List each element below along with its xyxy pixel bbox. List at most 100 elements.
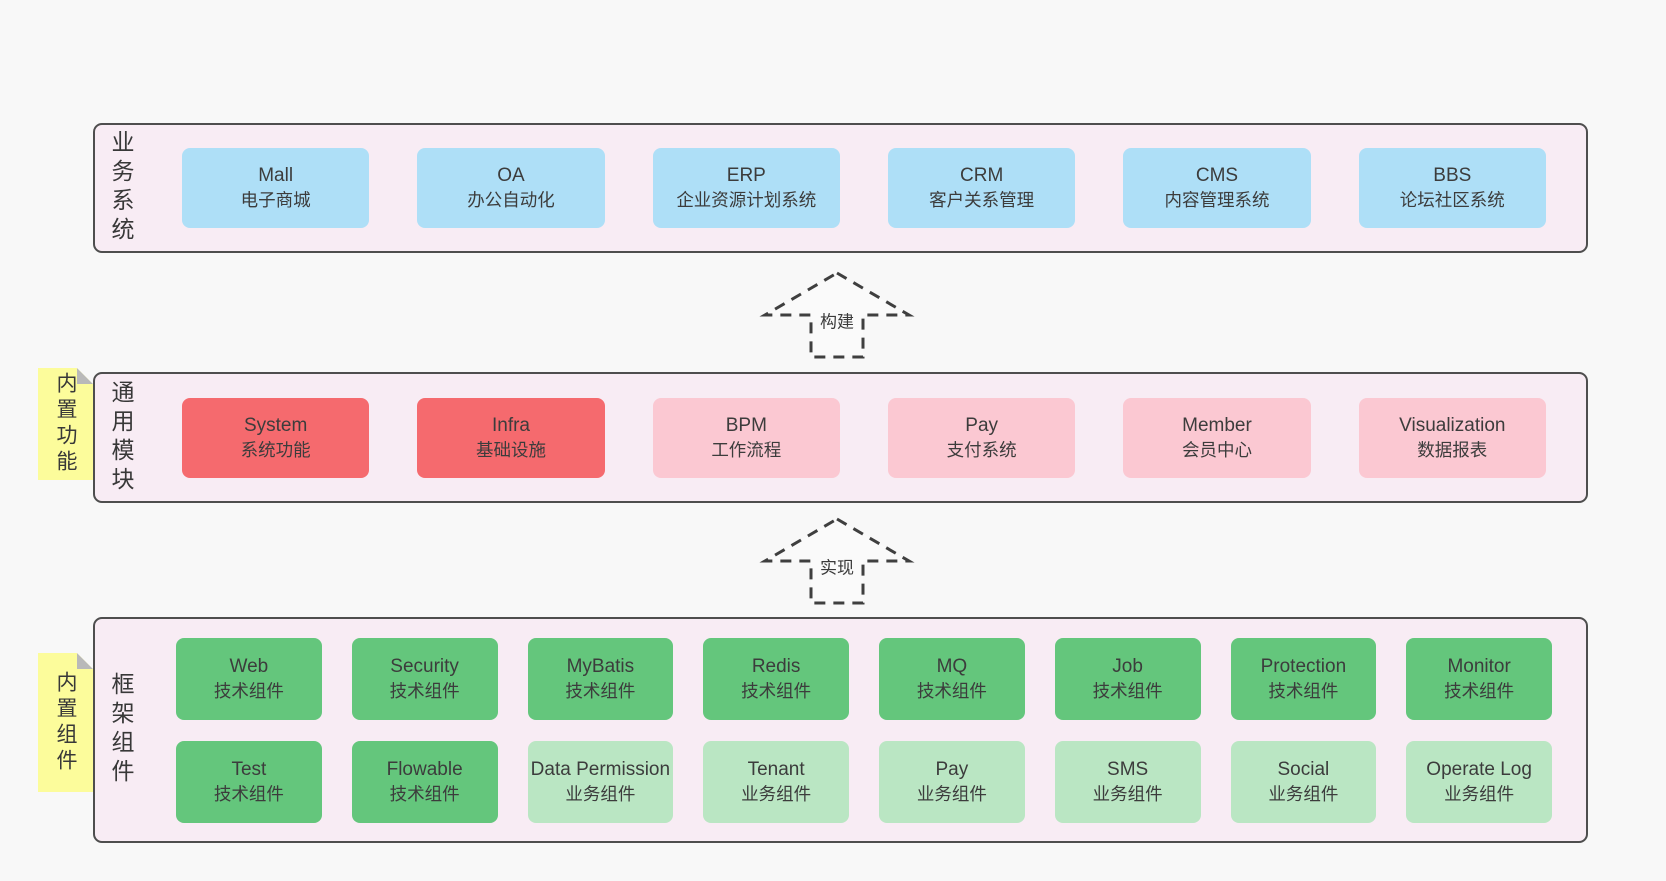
box-security: Security 技术组件	[351, 637, 498, 720]
box-social: Social 业务组件	[1230, 740, 1377, 823]
box-job: Job 技术组件	[1054, 637, 1201, 720]
box-name: ERP	[726, 165, 766, 187]
box-oa: OA 办公自动化	[417, 148, 605, 228]
box-erp: ERP 企业资源计划系统	[652, 148, 840, 228]
box-test: Test 技术组件	[176, 740, 322, 823]
box-desc: 工作流程	[711, 439, 782, 460]
box-name: Web	[229, 655, 269, 677]
box-name: BPM	[725, 414, 767, 436]
box-name: Tenant	[747, 758, 805, 780]
note-builtin-components: 内置组件	[38, 653, 93, 792]
layer-label-framework: 框架组件	[108, 672, 134, 788]
box-name: MQ	[936, 655, 968, 677]
box-member: Member 会员中心	[1123, 397, 1311, 478]
box-desc: 技术组件	[565, 680, 636, 701]
layer-label-modules: 通用模块	[108, 379, 134, 496]
box-monitor: Monitor 技术组件	[1406, 637, 1552, 720]
box-name: MyBatis	[566, 655, 635, 677]
framework-boxes-row2: Test 技术组件 Flowable 技术组件 Data Permission …	[132, 740, 1586, 823]
box-pay: Pay 支付系统	[887, 397, 1076, 478]
implement-arrow-label: 实现	[815, 552, 859, 580]
box-desc: 业务组件	[1268, 783, 1339, 804]
box-infra: Infra 基础设施	[417, 397, 605, 478]
box-protection: Protection 技术组件	[1230, 637, 1377, 720]
note-builtin-features: 内置功能	[38, 368, 93, 480]
layer-business-systems: 业务系统 Mall 电子商城 OA 办公自动化 ERP 企业资源计划系统 CRM…	[93, 123, 1588, 253]
box-web: Web 技术组件	[176, 637, 322, 720]
box-desc: 技术组件	[213, 680, 284, 701]
box-desc: 技术组件	[1444, 680, 1515, 701]
box-desc: 技术组件	[741, 680, 812, 701]
box-desc: 业务组件	[1092, 783, 1163, 804]
box-desc: 数据报表	[1417, 439, 1488, 460]
box-flowable: Flowable 技术组件	[351, 740, 498, 823]
box-desc: 办公自动化	[467, 190, 555, 210]
box-desc: 系统功能	[240, 439, 311, 460]
box-cms: CMS 内容管理系统	[1123, 148, 1311, 228]
box-name: BBS	[1433, 165, 1472, 187]
box-desc: 技术组件	[213, 783, 284, 804]
box-name: Pay	[965, 414, 999, 436]
box-name: Visualization	[1399, 414, 1506, 436]
box-name: Monitor	[1447, 655, 1511, 677]
box-data-permission: Data Permission 业务组件	[527, 740, 674, 823]
box-name: Member	[1182, 414, 1252, 436]
box-desc: 技术组件	[1268, 680, 1339, 701]
box-desc: 企业资源计划系统	[676, 190, 817, 210]
box-desc: 业务组件	[916, 783, 987, 804]
box-desc: 会员中心	[1181, 439, 1252, 460]
layer-common-modules: 通用模块 System 系统功能 Infra 基础设施 BPM 工作流程 Pay…	[93, 372, 1588, 503]
box-mq: MQ 技术组件	[879, 637, 1025, 720]
box-name: Protection	[1260, 655, 1347, 677]
box-desc: 基础设施	[475, 439, 546, 460]
box-name: Pay	[935, 758, 969, 780]
business-boxes: Mall 电子商城 OA 办公自动化 ERP 企业资源计划系统 CRM 客户关系…	[132, 148, 1586, 228]
box-name: Job	[1112, 655, 1143, 677]
box-name: OA	[497, 165, 525, 187]
box-name: Social	[1277, 758, 1330, 780]
note-text: 内置组件	[54, 670, 77, 775]
box-name: Data Permission	[530, 758, 671, 780]
layer-label-business: 业务系统	[108, 130, 134, 246]
box-name: CMS	[1195, 165, 1239, 187]
box-desc: 业务组件	[565, 783, 636, 804]
box-crm: CRM 客户关系管理	[887, 148, 1076, 228]
box-desc: 业务组件	[741, 783, 812, 804]
framework-boxes-row1: Web 技术组件 Security 技术组件 MyBatis 技术组件 Redi…	[132, 637, 1586, 720]
box-sms: SMS 业务组件	[1054, 740, 1201, 823]
box-desc: 电子商城	[240, 190, 311, 210]
box-name: Mall	[258, 165, 294, 187]
box-name: Flowable	[386, 758, 463, 780]
box-desc: 内容管理系统	[1164, 190, 1270, 210]
box-bbs: BBS 论坛社区系统	[1358, 148, 1546, 228]
box-name: Redis	[751, 655, 801, 677]
box-name: Infra	[491, 414, 530, 436]
box-desc: 支付系统	[946, 439, 1017, 460]
box-name: SMS	[1107, 758, 1149, 780]
box-name: System	[243, 414, 308, 436]
box-mall: Mall 电子商城	[182, 148, 370, 228]
build-arrow: 构建	[759, 270, 915, 360]
note-text: 内置功能	[54, 372, 77, 476]
box-desc: 业务组件	[1444, 783, 1515, 804]
box-desc: 技术组件	[916, 680, 987, 701]
box-desc: 技术组件	[389, 680, 460, 701]
box-redis: Redis 技术组件	[703, 637, 849, 720]
box-tenant: Tenant 业务组件	[703, 740, 849, 823]
box-bpm: BPM 工作流程	[652, 397, 840, 478]
implement-arrow: 实现	[759, 516, 915, 606]
box-name: Operate Log	[1426, 758, 1532, 780]
layer-framework-components: 框架组件 Web 技术组件 Security 技术组件 MyBatis 技术组件…	[93, 617, 1588, 843]
box-desc: 技术组件	[1092, 680, 1163, 701]
box-name: Test	[231, 758, 267, 780]
box-pay-component: Pay 业务组件	[879, 740, 1025, 823]
box-desc: 技术组件	[389, 783, 460, 804]
box-name: Security	[390, 655, 459, 677]
box-name: CRM	[960, 165, 1004, 187]
box-visualization: Visualization 数据报表	[1358, 397, 1546, 478]
build-arrow-label: 构建	[815, 306, 859, 334]
box-mybatis: MyBatis 技术组件	[527, 637, 674, 720]
box-desc: 客户关系管理	[929, 190, 1035, 210]
box-operate-log: Operate Log 业务组件	[1406, 740, 1552, 823]
